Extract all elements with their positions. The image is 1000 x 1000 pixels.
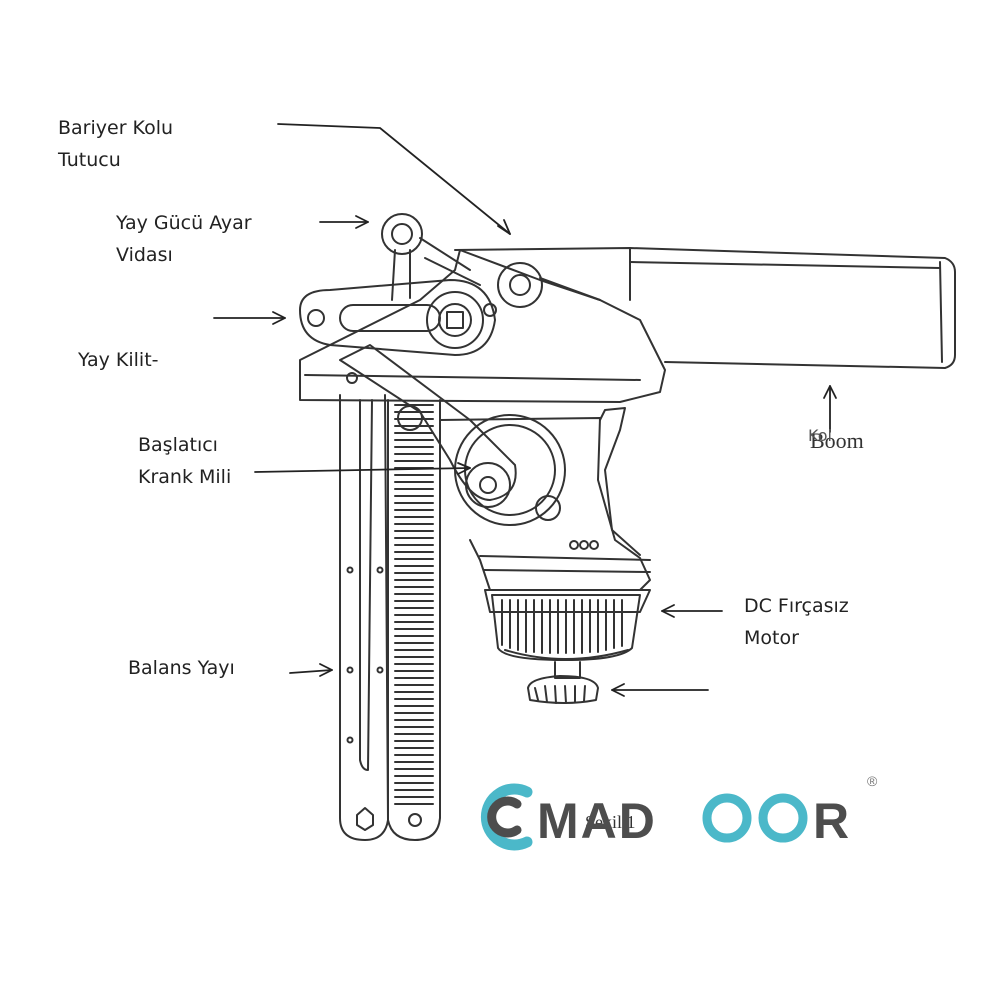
- comadoor-logo: MAD R ®: [480, 773, 878, 851]
- label-balance-spring: Balans Yayı: [128, 657, 235, 679]
- upper-link: [299, 279, 497, 356]
- crank-link: [339, 344, 566, 526]
- housing: [299, 249, 666, 591]
- label-spring-lock: Yay Kilit-: [78, 349, 159, 371]
- balance-spring-column: [339, 394, 441, 841]
- adjust-knob: [527, 675, 599, 704]
- boom-arm: [454, 247, 956, 369]
- figure-caption: Şekil 1: [585, 812, 636, 832]
- spring-adjust-screw: [381, 213, 481, 301]
- label-boom-tr: Kol: [808, 426, 832, 445]
- svg-text:R: R: [813, 793, 849, 849]
- registered-mark: ®: [867, 773, 878, 789]
- label-boom: Boom: [810, 428, 864, 453]
- callout-arrows: [213, 123, 837, 697]
- gearbox-top: [497, 262, 601, 308]
- svg-text:MAD: MAD: [537, 793, 657, 849]
- motor-body: [484, 589, 651, 679]
